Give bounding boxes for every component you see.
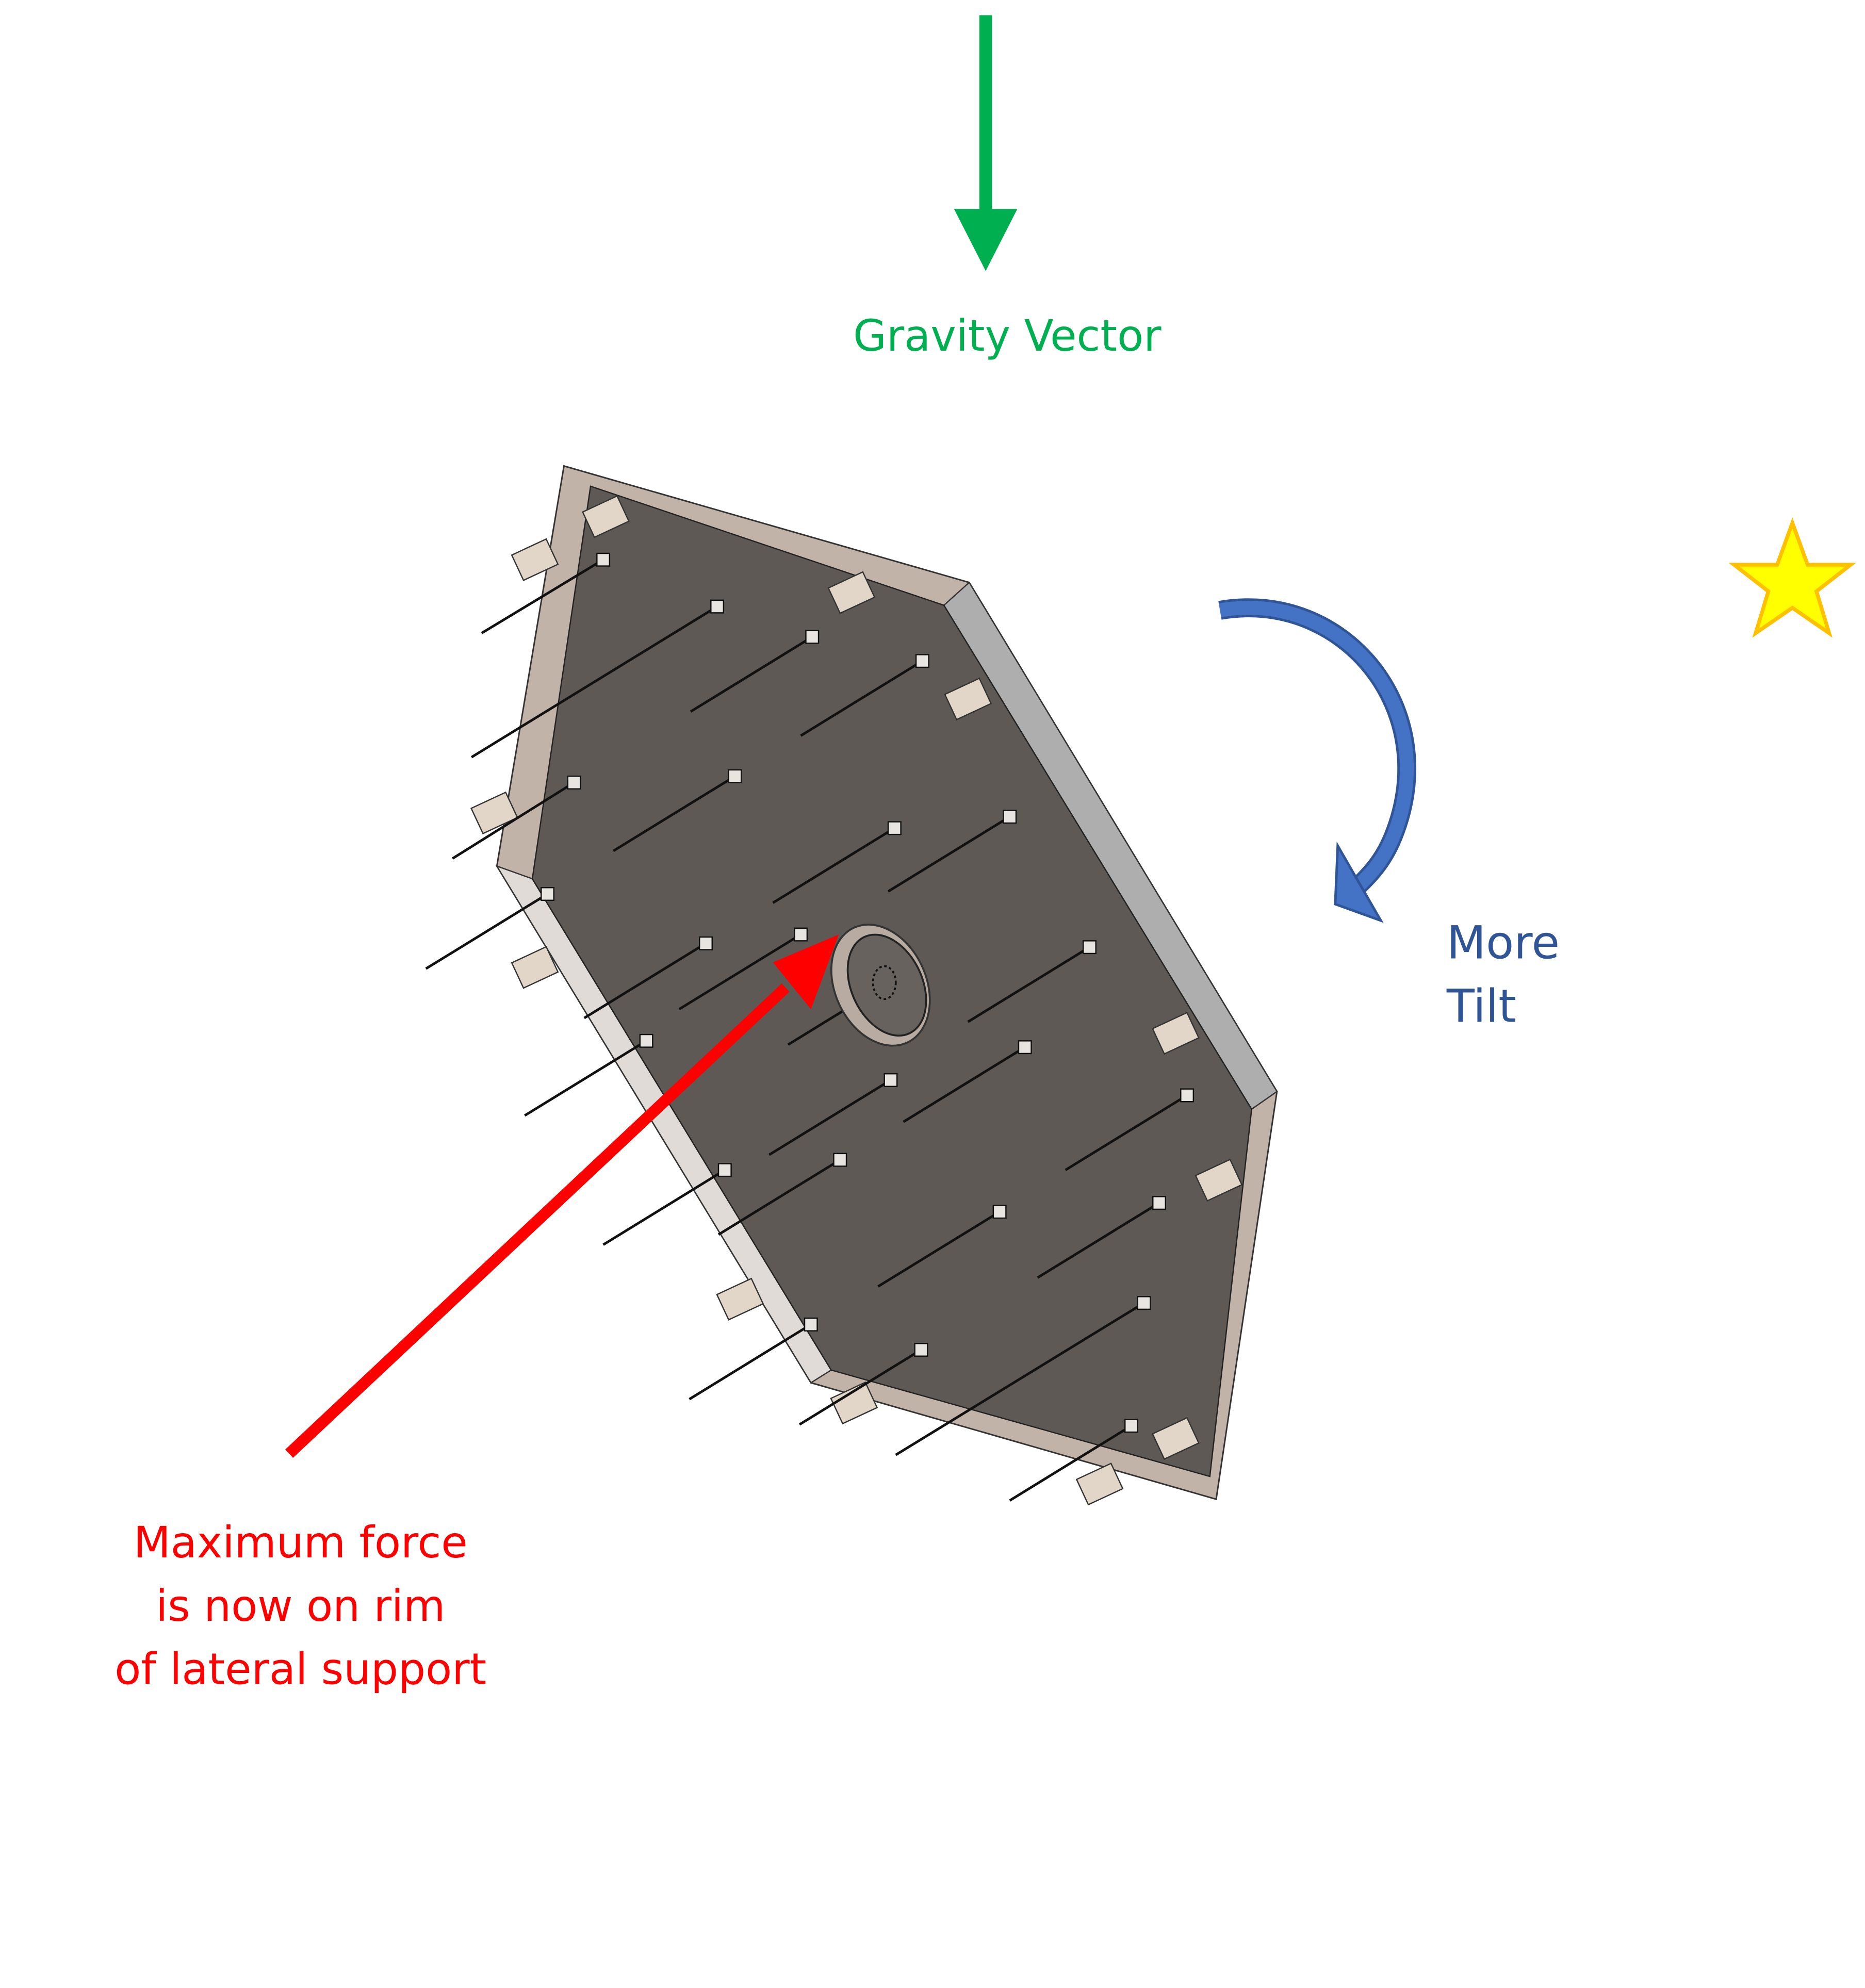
rod-head — [541, 887, 555, 901]
rod-head — [1124, 1419, 1139, 1433]
edge-pad — [511, 538, 559, 581]
edge-pad — [827, 571, 876, 614]
edge-pads — [470, 495, 1243, 1506]
force-annotation-line1: Maximum force — [134, 1518, 468, 1568]
support-rod — [690, 635, 813, 713]
rod-head — [794, 927, 808, 942]
rod-head — [1137, 1296, 1151, 1310]
support-rod — [689, 1323, 812, 1401]
rod-head — [833, 1153, 847, 1167]
edge-pad — [1152, 1011, 1200, 1055]
support-rod — [524, 1040, 647, 1117]
hexagonal-mirror-panel — [425, 465, 1278, 1506]
support-rod — [1009, 1424, 1132, 1502]
rod-head — [1152, 1196, 1167, 1210]
rod-head — [710, 599, 725, 614]
edge-pad — [830, 1381, 878, 1425]
edge-pad — [944, 677, 992, 721]
support-rod — [798, 1349, 922, 1426]
support-rod — [1037, 1202, 1160, 1279]
support-rod — [1065, 1094, 1188, 1171]
support-rod — [425, 893, 548, 970]
support-rod — [768, 1079, 892, 1156]
edge-pad — [470, 791, 518, 835]
gravity-label: Gravity Vector — [853, 311, 1161, 361]
rod-head — [728, 769, 742, 783]
force-arrow — [285, 934, 839, 1458]
rod-head — [915, 654, 929, 668]
edge-pad — [511, 946, 559, 989]
edge-pad — [1195, 1158, 1243, 1202]
star-icon — [1728, 517, 1856, 638]
support-rod — [800, 660, 923, 737]
force-annotation-line2: is now on rim — [156, 1581, 445, 1631]
edge-pad — [1152, 1417, 1200, 1460]
edge-pad — [1075, 1463, 1124, 1506]
support-rod — [887, 815, 1011, 893]
support-rod — [877, 1210, 1001, 1288]
rod-head — [717, 1163, 732, 1177]
support-rod — [903, 1046, 1026, 1123]
gravity-arrow — [954, 15, 1018, 271]
support-rod — [717, 1159, 841, 1236]
rod-head — [639, 1033, 653, 1048]
edge-pad — [582, 495, 630, 538]
rod-head — [992, 1205, 1007, 1219]
rod-head — [567, 775, 581, 790]
support-rod — [470, 605, 718, 759]
force-annotation-line3: of lateral support — [114, 1645, 486, 1695]
support-rod — [967, 946, 1090, 1023]
edge-pad — [716, 1277, 764, 1321]
tilt-arrow — [1218, 598, 1417, 923]
support-rod — [612, 775, 736, 852]
support-rod — [481, 558, 604, 634]
support-rod — [602, 1169, 726, 1246]
rod-head — [1180, 1088, 1195, 1103]
rod-head — [887, 821, 902, 835]
support-rod — [895, 1302, 1145, 1456]
rod-head — [596, 552, 611, 567]
tilt-label-line1: More — [1447, 916, 1560, 970]
rod-head — [1003, 810, 1017, 824]
rod-head — [698, 936, 713, 950]
rod-head — [884, 1073, 898, 1087]
support-rod — [678, 933, 801, 1011]
rod-head — [805, 630, 820, 644]
support-rod — [772, 827, 895, 904]
rod-head — [1018, 1040, 1032, 1055]
tilt-label-line2: Tilt — [1446, 980, 1516, 1033]
support-rod — [452, 781, 575, 860]
rod-head — [804, 1317, 818, 1332]
lateral-support-hub — [830, 924, 931, 1047]
support-rod — [583, 942, 707, 1020]
rod-head — [1082, 940, 1097, 955]
rod-head — [914, 1342, 928, 1357]
